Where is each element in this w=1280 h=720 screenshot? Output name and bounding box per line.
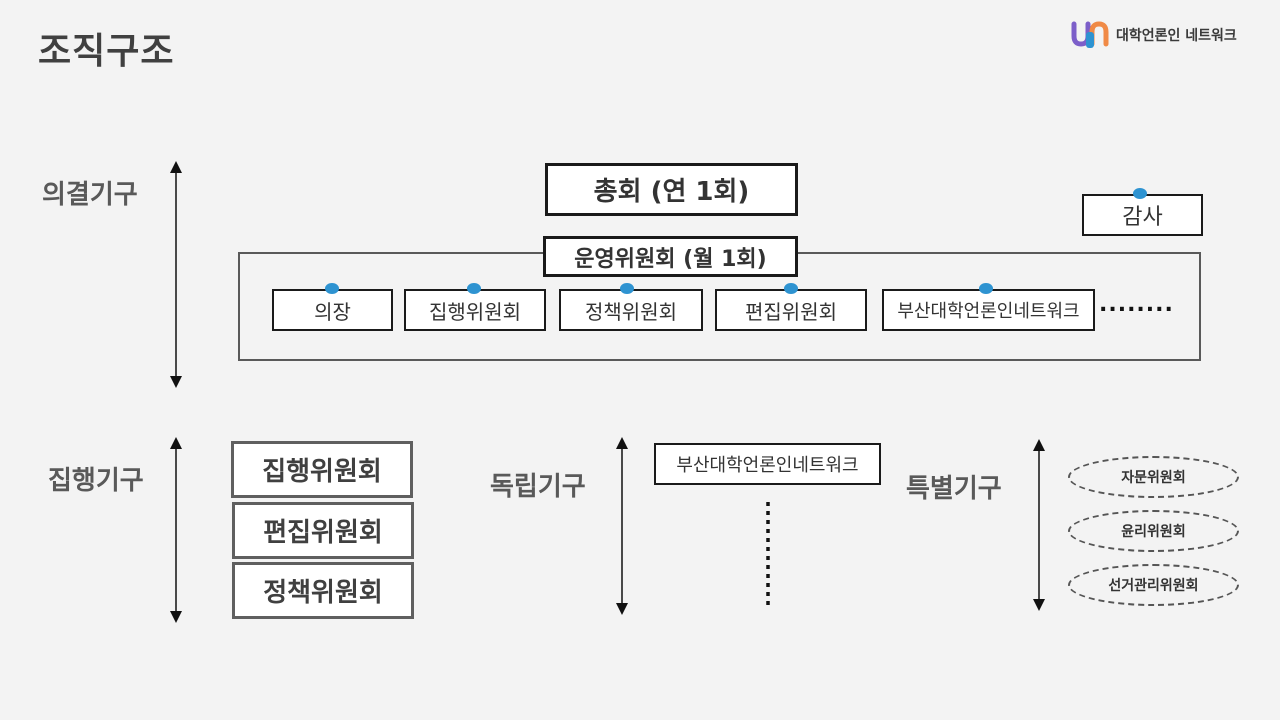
member-box-editorial: 편집위원회 — [715, 289, 867, 331]
section-label-decision: 의결기구 — [42, 180, 138, 210]
special-ellipse-ethics: 윤리위원회 — [1068, 510, 1239, 552]
executive-box-executive: 집행위원회 — [231, 441, 413, 498]
member-box-executive: 집행위원회 — [404, 289, 546, 331]
section-label-independent: 독립기구 — [490, 472, 586, 502]
general-assembly-box: 총회 (연 1회) — [545, 163, 798, 216]
brand-logo: 대학언론인 네트워크 — [1070, 18, 1237, 52]
section-label-executive: 집행기구 — [48, 466, 144, 496]
section-label-special: 특별기구 — [906, 474, 1002, 504]
audit-box: 감사 — [1082, 194, 1203, 236]
member-dot-executive — [467, 283, 481, 294]
member-dot-policy — [620, 283, 634, 294]
member-box-busan-network: 부산대학언론인네트워크 — [882, 289, 1095, 331]
audit-connector-dot — [1133, 188, 1147, 199]
member-dot-editorial — [784, 283, 798, 294]
steering-committee-box: 운영위원회 (월 1회) — [543, 236, 798, 277]
member-dot-busan-network — [979, 283, 993, 294]
logo-text: 대학언론인 네트워크 — [1116, 28, 1237, 44]
more-members-ellipsis: ........ — [1099, 292, 1174, 317]
independent-box-busan-network: 부산대학언론인네트워크 — [654, 443, 881, 485]
page-title: 조직구조 — [38, 31, 175, 72]
member-box-policy: 정책위원회 — [559, 289, 703, 331]
logo-mark-icon — [1071, 21, 1109, 48]
special-ellipse-election: 선거관리위원회 — [1068, 564, 1239, 606]
member-dot-chair — [325, 283, 339, 294]
executive-box-policy: 정책위원회 — [232, 562, 414, 619]
special-ellipse-advisory: 자문위원회 — [1068, 456, 1239, 498]
member-box-chair: 의장 — [272, 289, 393, 331]
executive-box-editorial: 편집위원회 — [232, 502, 414, 559]
